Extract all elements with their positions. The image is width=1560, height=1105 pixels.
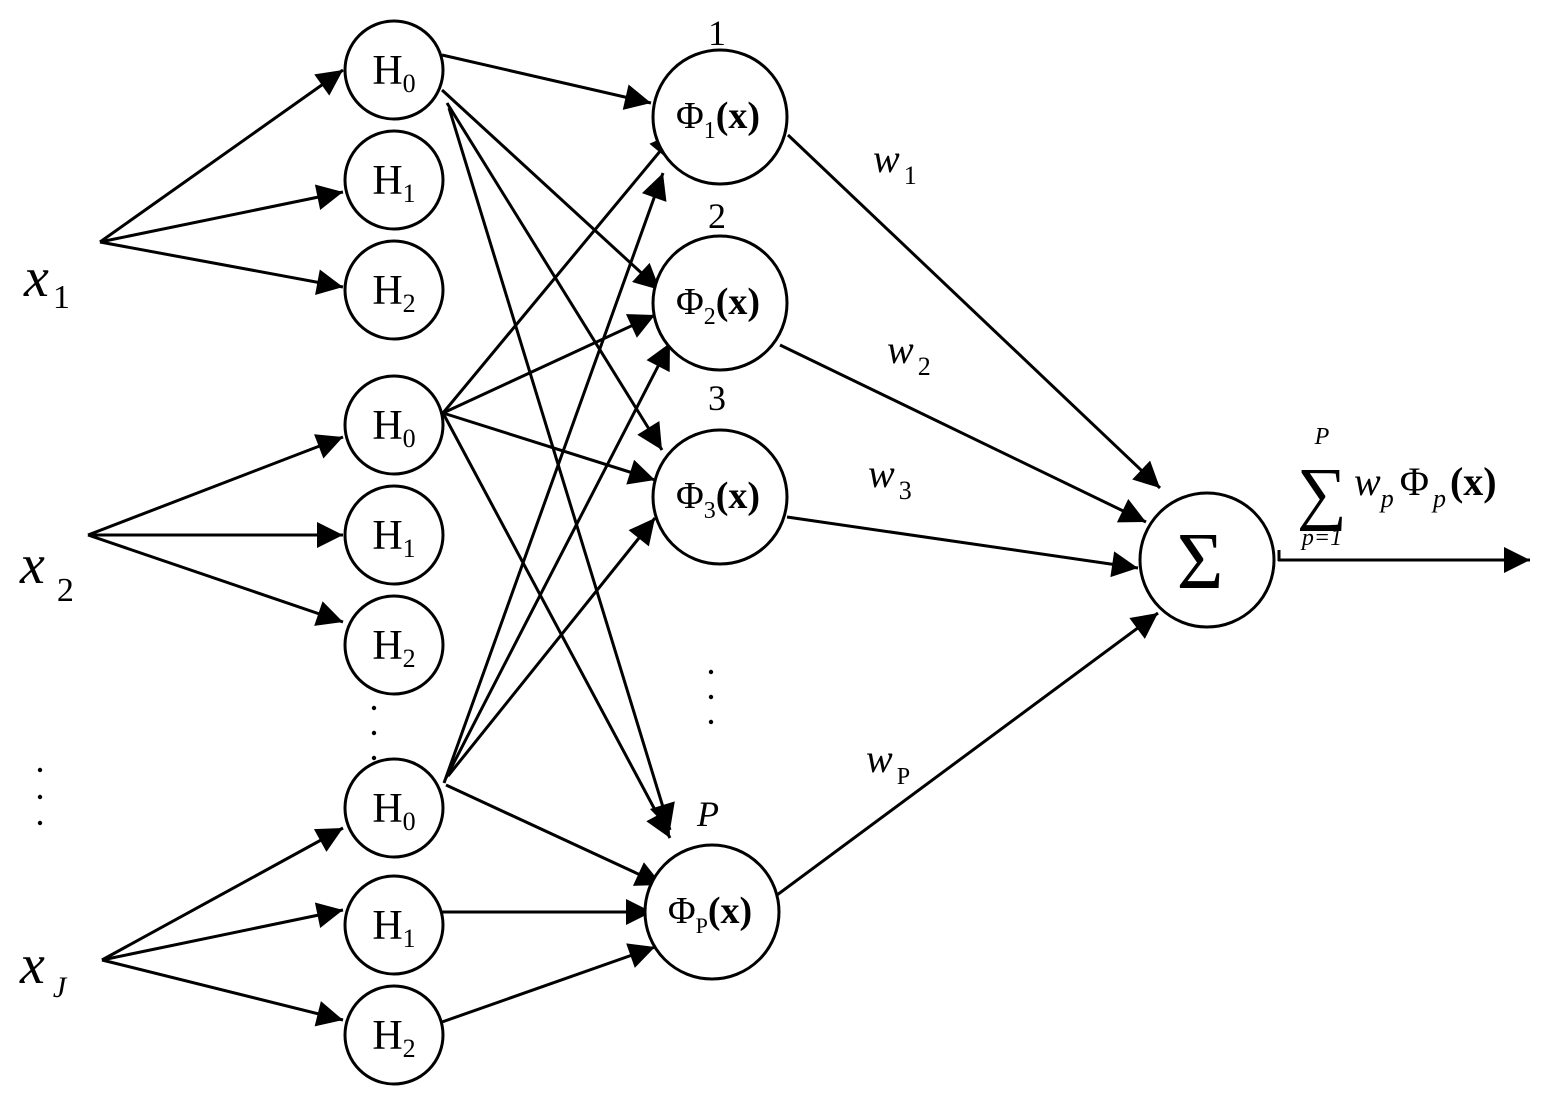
h-node-group-3: H0 H1 H2 bbox=[343, 757, 445, 1086]
edge-h2c-phiP bbox=[441, 943, 656, 1024]
h-node-h2 bbox=[343, 984, 445, 1086]
ellipsis-dot bbox=[371, 705, 377, 711]
edge-x1-h2-a bbox=[99, 240, 344, 296]
ellipsis-dot bbox=[708, 669, 714, 675]
edge-h0c-phi1 bbox=[442, 172, 667, 784]
output-sum-lower: p=1 bbox=[1300, 525, 1342, 551]
h-node-label: H0 bbox=[372, 786, 415, 836]
h-node-h1 bbox=[343, 484, 445, 586]
edge-h0c-phi2 bbox=[444, 342, 672, 779]
phi-index: 1 bbox=[708, 13, 726, 53]
h-node-label: H1 bbox=[372, 903, 415, 953]
h-node-label: H0 bbox=[372, 48, 415, 98]
h-node-group-1: H0 H1 H2 bbox=[343, 19, 445, 341]
edge-h0b-phi1 bbox=[441, 131, 678, 414]
h-node-label: H2 bbox=[372, 268, 415, 318]
output-sum-upper: P bbox=[1314, 424, 1330, 450]
edge-h0c-phiP bbox=[445, 783, 663, 887]
phi-index: P bbox=[696, 794, 719, 834]
h-node-h0 bbox=[343, 374, 445, 476]
edge-h0a-phi2 bbox=[440, 88, 662, 292]
phi-node-label: ΦP(x) bbox=[668, 890, 752, 938]
edges bbox=[87, 53, 1530, 1027]
phi-node-circle bbox=[643, 843, 781, 981]
phi-node-P: P ΦP(x) bbox=[643, 794, 781, 981]
edge-h0a-phi1 bbox=[441, 53, 652, 110]
ellipsis-dot bbox=[37, 794, 43, 800]
phi-node-circle bbox=[651, 234, 789, 372]
ellipsis-dot bbox=[708, 719, 714, 725]
vertical-ellipsis-phi bbox=[708, 669, 714, 725]
edge-phiP-sum bbox=[776, 611, 1159, 897]
h-node-label: H2 bbox=[372, 1013, 415, 1063]
sum-symbol: Σ bbox=[1177, 518, 1224, 606]
edge-phi3-sum bbox=[786, 515, 1139, 578]
phi-node-label: Φ1(x) bbox=[676, 95, 760, 144]
sum-node-circle bbox=[1138, 491, 1276, 629]
phi-node-1: 1 Φ1(x) bbox=[651, 13, 789, 186]
h-node-label: H0 bbox=[372, 403, 415, 453]
edge-xj-h0-c bbox=[101, 826, 344, 962]
edge-xj-h1-c bbox=[101, 902, 344, 962]
h-node-h1 bbox=[343, 129, 445, 231]
edge-x2-h2-b bbox=[87, 533, 344, 626]
edge-phi2-sum bbox=[779, 343, 1147, 524]
edge-h0b-phiP bbox=[441, 412, 672, 839]
ellipsis-dot bbox=[37, 767, 43, 773]
edge-h0b-phi3 bbox=[442, 411, 656, 485]
sum-node: Σ bbox=[1138, 491, 1276, 629]
edge-h0c-phi3 bbox=[446, 517, 657, 777]
phi-node-circle bbox=[651, 428, 789, 566]
h-node-group-2: H0 H1 H2 bbox=[343, 374, 445, 696]
vertical-ellipsis-inputs bbox=[37, 767, 43, 826]
phi-node-circle bbox=[651, 48, 789, 186]
h-node-label: H1 bbox=[372, 513, 415, 563]
output-sum-symbol: ∑ bbox=[1297, 455, 1347, 532]
edge-xj-h2-c bbox=[101, 958, 344, 1027]
phi-node-label: Φ2(x) bbox=[676, 281, 760, 330]
ellipsis-dot bbox=[371, 730, 377, 736]
edge-phi1-sum bbox=[786, 133, 1162, 490]
h-node-h0 bbox=[343, 757, 445, 859]
phi-index: 3 bbox=[708, 378, 726, 418]
h-node-h2 bbox=[343, 594, 445, 696]
ellipsis-dot bbox=[371, 755, 377, 761]
h-node-label: H1 bbox=[372, 158, 415, 208]
vertical-ellipsis-h bbox=[371, 705, 377, 761]
edge-h0b-phi2 bbox=[442, 313, 656, 415]
phi-node-label: Φ3(x) bbox=[676, 475, 760, 524]
ellipsis-dot bbox=[708, 694, 714, 700]
ellipsis-dot bbox=[37, 820, 43, 826]
h-node-h0 bbox=[343, 19, 445, 121]
edge-x2-h0-b bbox=[87, 434, 344, 537]
h-node-label: H2 bbox=[372, 623, 415, 673]
h-node-h2 bbox=[343, 239, 445, 341]
phi-node-2: 2 Φ2(x) bbox=[651, 196, 789, 372]
h-node-h1 bbox=[343, 874, 445, 976]
edge-x1-h0-a bbox=[99, 68, 344, 244]
edge-x1-h1-a bbox=[99, 184, 344, 244]
edge-h0a-phiP bbox=[447, 107, 675, 831]
phi-index: 2 bbox=[708, 196, 726, 236]
phi-node-3: 3 Φ3(x) bbox=[651, 378, 789, 566]
